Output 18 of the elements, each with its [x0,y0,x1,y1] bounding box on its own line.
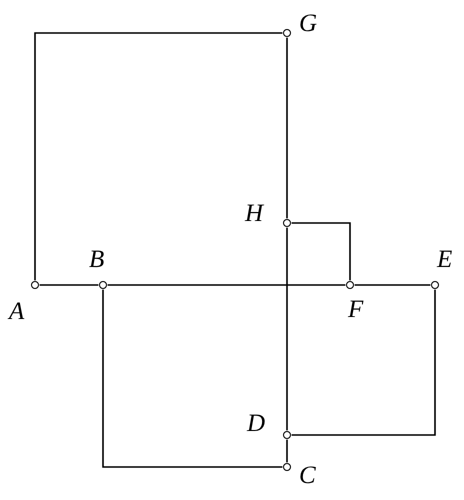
line-segment [102,290,282,468]
point-label: C [299,463,316,489]
point-label: D [247,411,266,437]
point-label: E [437,247,452,273]
line-segment [34,32,282,280]
point-label: H [245,201,264,227]
line-segment [286,38,288,218]
point-label: B [89,247,104,273]
point-label: G [299,11,318,37]
point-label: F [348,297,364,323]
line-segment [292,222,351,280]
line-segment [286,440,288,462]
line-segment [108,284,346,286]
line-segment [354,284,430,286]
line-segment [40,284,98,286]
line-segment [292,290,436,436]
point-label: A [9,299,24,325]
line-segment [286,228,288,430]
